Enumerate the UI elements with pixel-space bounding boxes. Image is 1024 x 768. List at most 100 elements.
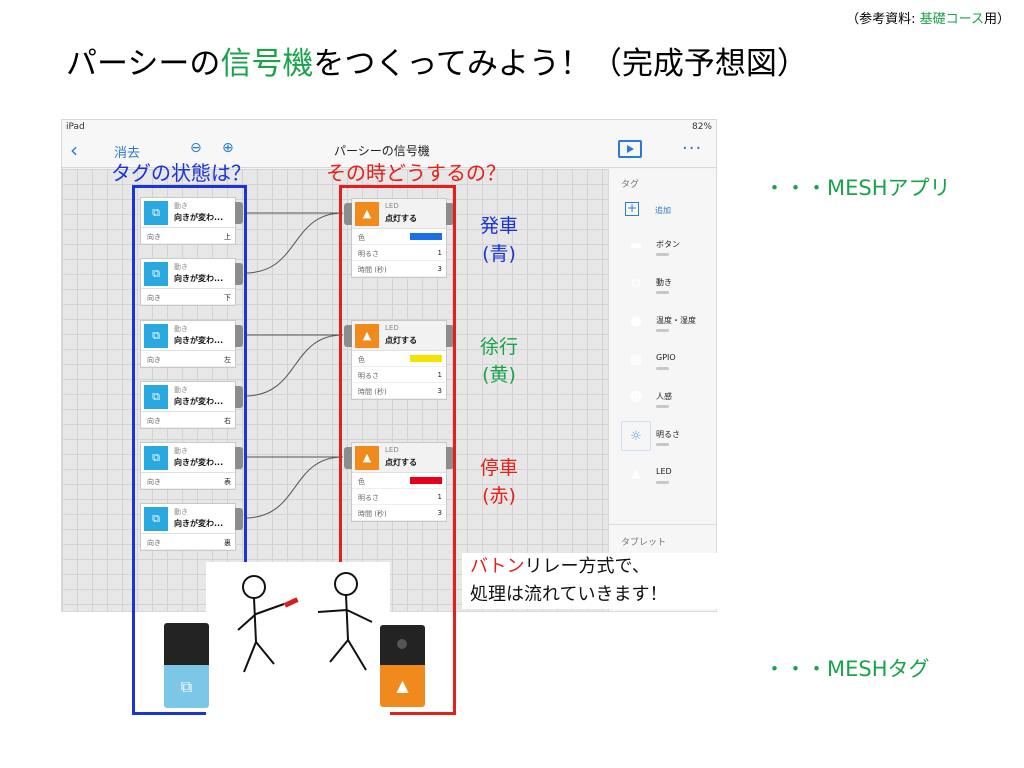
zoom-out-icon[interactable]: ⊖: [190, 140, 202, 156]
palette-label: 温度・湿度: [656, 316, 696, 325]
param-value: 1: [437, 371, 442, 379]
color-swatch-red[interactable]: [410, 477, 442, 484]
param-value: 下: [224, 294, 231, 302]
signal-label-slow: 徐行(黄): [479, 336, 518, 386]
param-key: 時間 (秒): [358, 388, 387, 396]
output-connector[interactable]: [446, 447, 454, 469]
palette-label: LED: [656, 467, 672, 476]
action-label: その時どうするの？: [326, 161, 506, 185]
param-value: 裏: [224, 539, 231, 547]
block-kind: 動き: [174, 202, 188, 210]
palette-bar: [656, 443, 669, 446]
input-connector[interactable]: [344, 447, 352, 469]
param-value: 右: [224, 417, 231, 425]
param-value: 1: [437, 493, 442, 501]
relay-note: バトンリレー方式で、 処理は流れていきます！: [462, 553, 762, 609]
device-name: iPad: [66, 122, 85, 132]
output-connector[interactable]: [235, 386, 243, 408]
motion-block[interactable]: ⧉動き向きが変わ... 向き左: [140, 320, 243, 368]
reference-note: （参考資料: 基礎コース用）: [846, 12, 1010, 27]
zoom-in-icon[interactable]: ⊕: [222, 140, 234, 156]
palette-bar: [656, 481, 669, 484]
palette-bar: [656, 329, 669, 332]
param-value: 3: [437, 265, 442, 273]
motion-icon: ⧉: [144, 201, 168, 225]
color-swatch-yellow[interactable]: [410, 355, 442, 362]
motion-icon: ⧉: [144, 385, 168, 409]
divider: [609, 524, 716, 525]
palette-gpio-tile[interactable]: ▦: [621, 345, 651, 375]
palette-label: ボタン: [656, 240, 680, 249]
palette-person-tile[interactable]: ☻: [621, 383, 651, 413]
erase-button[interactable]: 消去: [114, 146, 141, 161]
param-key: 明るさ: [358, 372, 379, 380]
block-kind: 動き: [174, 508, 188, 516]
param-key: 明るさ: [358, 494, 379, 502]
led-icon: ▲: [355, 446, 379, 470]
more-icon[interactable]: ···: [682, 138, 703, 159]
palette-motion-tile[interactable]: ⧉: [621, 269, 651, 299]
param-value: 3: [437, 387, 442, 395]
page-title: パーシーの信号機をつくってみよう！（完成予想図）: [66, 46, 808, 82]
mesh-led-tag: ▲: [380, 625, 425, 707]
param-key: 向き: [147, 294, 161, 302]
block-name: 向きが変わ...: [174, 336, 224, 345]
tablet-section-label: タブレット: [621, 538, 667, 548]
output-connector[interactable]: [235, 508, 243, 530]
back-icon[interactable]: ‹: [70, 138, 78, 162]
led-icon: ▲: [380, 665, 425, 707]
palette-label: 人感: [656, 392, 672, 401]
baton: [283, 597, 299, 608]
mesh-motion-tag: ⧉: [164, 623, 209, 708]
motion-icon: ⧉: [144, 324, 168, 348]
recipe-title: パーシーの信号機: [334, 144, 430, 158]
param-key: 明るさ: [358, 250, 379, 258]
runner-body: [317, 594, 373, 671]
add-label[interactable]: 追加: [655, 206, 671, 215]
input-connector[interactable]: [344, 325, 352, 347]
param-value: 表: [224, 478, 231, 486]
output-connector[interactable]: [235, 263, 243, 285]
led-icon: ▲: [355, 324, 379, 348]
play-icon[interactable]: [618, 140, 642, 158]
output-connector[interactable]: [235, 202, 243, 224]
block-kind: 動き: [174, 386, 188, 394]
motion-icon: ⧉: [631, 276, 641, 291]
input-connector[interactable]: [344, 203, 352, 225]
motion-block[interactable]: ⧉動き向きが変わ... 向き上: [140, 197, 243, 245]
motion-block[interactable]: ⧉動き向きが変わ... 向き下: [140, 258, 243, 306]
block-kind: 動き: [174, 325, 188, 333]
output-connector[interactable]: [446, 325, 454, 347]
param-value: 3: [437, 509, 442, 517]
output-connector[interactable]: [446, 203, 454, 225]
tag-palette: タグ + 追加 ▬ ボタン ⧉ 動き ● 温度・湿度 ▦ GPIO ☻ 人感 ☼…: [608, 169, 716, 611]
palette-bar: [656, 253, 669, 256]
tag-state-box: [132, 185, 247, 715]
block-kind: 動き: [174, 263, 188, 271]
motion-block[interactable]: ⧉動き向きが変わ... 向き右: [140, 381, 243, 429]
palette-label: 明るさ: [656, 430, 680, 439]
motion-block[interactable]: ⧉動き向きが変わ... 向き表: [140, 442, 243, 490]
palette-label: GPIO: [656, 353, 676, 362]
action-box: [339, 185, 456, 715]
wire: [244, 334, 344, 397]
palette-brightness-tile[interactable]: ☼: [621, 421, 651, 451]
color-swatch-blue[interactable]: [410, 233, 442, 240]
battery-level: 82%: [691, 122, 712, 132]
block-name: 点灯する: [385, 214, 417, 223]
palette-temperature-tile[interactable]: ●: [621, 307, 651, 337]
output-connector[interactable]: [235, 325, 243, 347]
motion-block[interactable]: ⧉動き向きが変わ... 向き裏: [140, 503, 243, 551]
palette-led-tile[interactable]: ▲: [621, 459, 651, 489]
add-icon[interactable]: +: [625, 201, 639, 216]
mesh-app-label: ・・・MESHアプリ: [764, 176, 951, 200]
block-name: 点灯する: [385, 458, 417, 467]
motion-icon: ⧉: [144, 507, 168, 531]
block-name: 向きが変わ...: [174, 458, 224, 467]
runner-head: [242, 575, 266, 599]
palette-button-tile[interactable]: ▬: [621, 231, 651, 261]
output-connector[interactable]: [235, 447, 243, 469]
